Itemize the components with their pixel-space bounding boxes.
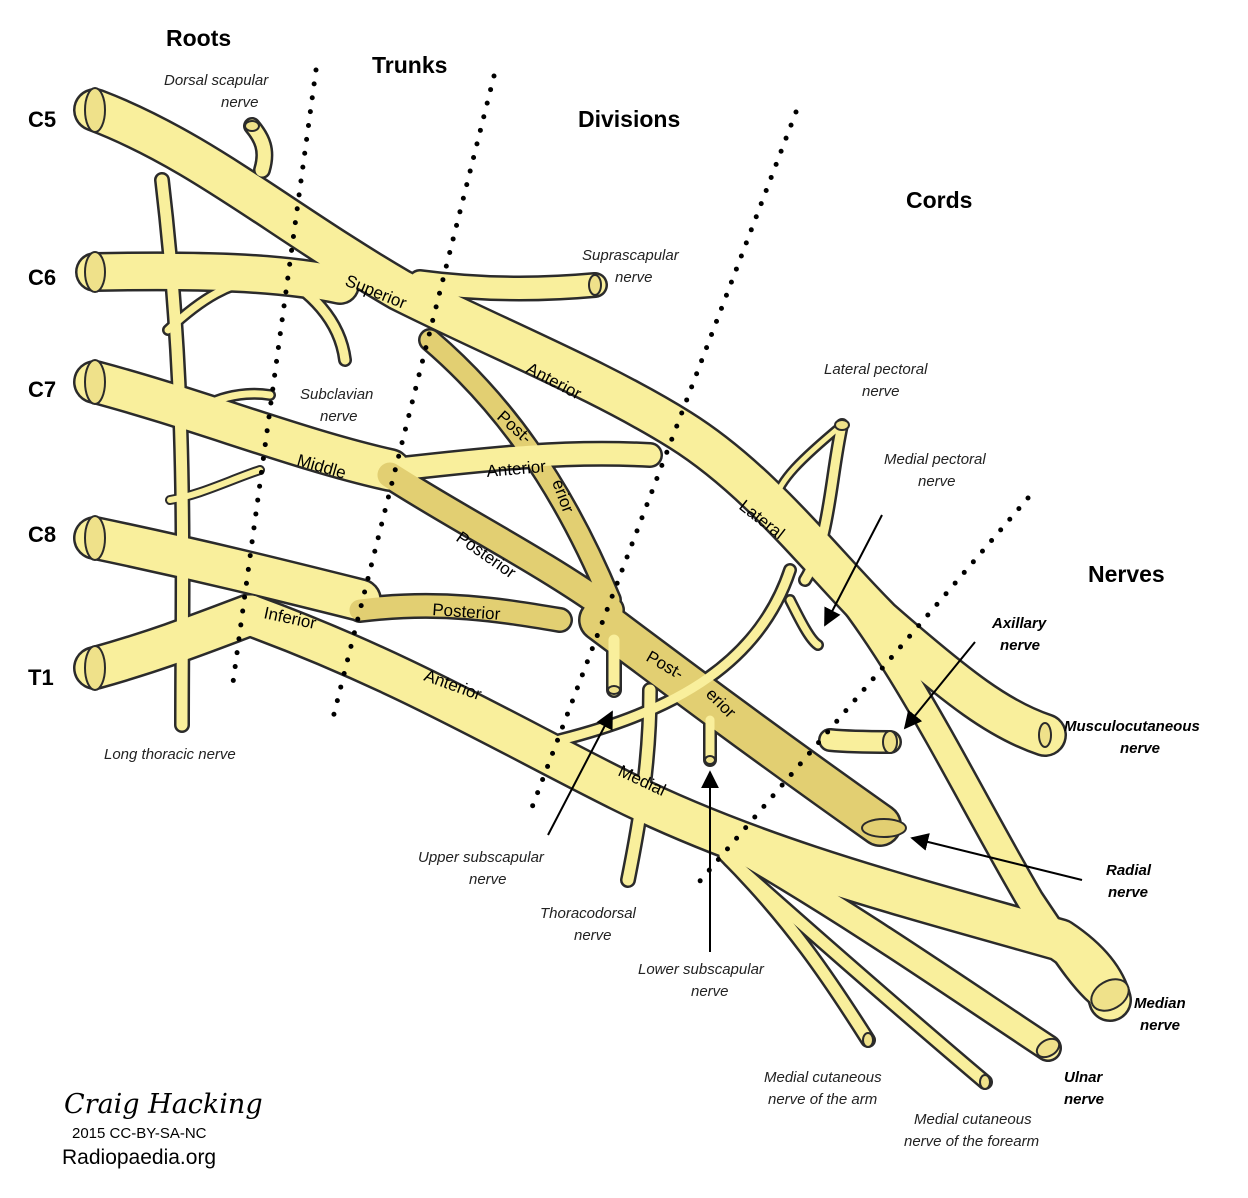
label-radial-1: Radial <box>1106 862 1152 879</box>
label-musculocutaneous-2: nerve <box>1120 740 1160 757</box>
label-med-cut-forearm-2: nerve of the forearm <box>904 1133 1039 1150</box>
section-cords: Cords <box>906 187 972 213</box>
root-t1: T1 <box>28 665 54 690</box>
author-signature: Craig Hacking <box>64 1089 263 1120</box>
label-med-cut-arm-1: Medial cutaneous <box>764 1069 882 1086</box>
label-lower-subscapular-2: nerve <box>691 983 729 1000</box>
label-posterior-inferior: Posterior <box>432 600 502 624</box>
site-credit: Radiopaedia.org <box>62 1146 216 1169</box>
label-ulnar-1: Ulnar <box>1064 1069 1104 1086</box>
label-medial-pectoral-1: Medial pectoral <box>884 451 986 468</box>
label-medial-pectoral-2: nerve <box>918 473 956 490</box>
label-radial-2: nerve <box>1108 884 1148 901</box>
label-subclavian-1: Subclavian <box>300 386 373 403</box>
label-upper-subscapular-2: nerve <box>469 871 507 888</box>
label-axillary-2: nerve <box>1000 637 1040 654</box>
root-c8: C8 <box>28 522 56 547</box>
label-subclavian-2: nerve <box>320 408 358 425</box>
label-thoracodorsal-1: Thoracodorsal <box>540 905 637 922</box>
section-roots: Roots <box>166 25 231 51</box>
label-ulnar-2: nerve <box>1064 1091 1104 1108</box>
license-text: 2015 CC-BY-SA-NC <box>72 1125 207 1142</box>
label-lateral-pectoral-1: Lateral pectoral <box>824 361 928 378</box>
root-c5: C5 <box>28 107 56 132</box>
label-musculocutaneous-1: Musculocutaneous <box>1064 718 1200 735</box>
label-long-thoracic: Long thoracic nerve <box>104 746 236 763</box>
label-suprascapular-2: nerve <box>615 269 653 286</box>
label-median-1: Median <box>1134 995 1186 1012</box>
label-lower-subscapular-1: Lower subscapular <box>638 961 765 978</box>
label-dorsal-scapular-1: Dorsal scapular <box>164 72 269 89</box>
label-suprascapular-1: Suprascapular <box>582 247 680 264</box>
root-c6: C6 <box>28 265 56 290</box>
section-nerves: Nerves <box>1088 561 1165 587</box>
section-divisions: Divisions <box>578 106 680 132</box>
label-median-2: nerve <box>1140 1017 1180 1034</box>
label-upper-subscapular-1: Upper subscapular <box>418 849 545 866</box>
label-axillary-1: Axillary <box>991 615 1047 632</box>
label-lateral-pectoral-2: nerve <box>862 383 900 400</box>
label-dorsal-scapular-2: nerve <box>221 94 259 111</box>
label-med-cut-arm-2: nerve of the arm <box>768 1091 877 1108</box>
section-trunks: Trunks <box>372 52 447 78</box>
label-med-cut-forearm-1: Medial cutaneous <box>914 1111 1032 1128</box>
label-thoracodorsal-2: nerve <box>574 927 612 944</box>
root-c7: C7 <box>28 377 56 402</box>
